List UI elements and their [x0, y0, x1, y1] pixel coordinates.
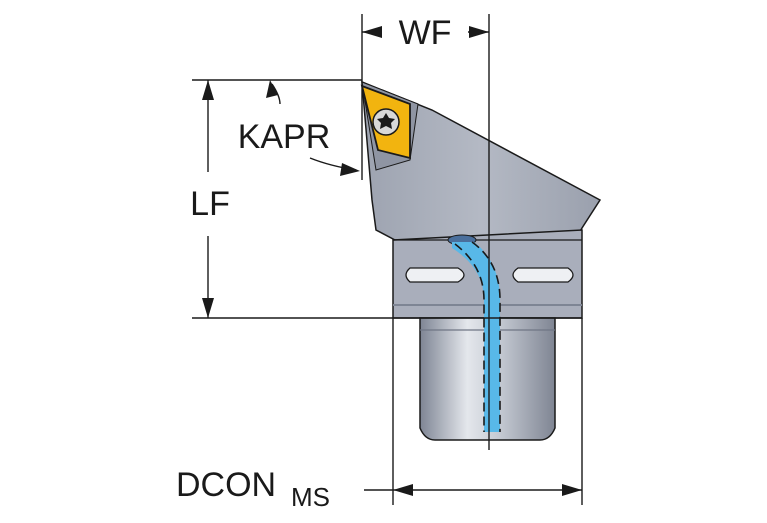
dcon-arrow-right-icon	[562, 484, 582, 496]
lf-arrow-down-icon	[202, 298, 214, 318]
wf-label: WF	[399, 14, 452, 52]
wf-arrow-right-icon	[469, 26, 489, 38]
coolant-channel-dash-left	[454, 243, 485, 432]
lf-label: LF	[190, 185, 230, 223]
wf-arrow-left-icon	[362, 26, 382, 38]
coupling-slot-left	[405, 267, 465, 283]
coolant-channel	[452, 242, 500, 432]
kapr-arrow-top-icon	[266, 80, 278, 98]
kapr-arrow-right-icon	[340, 163, 360, 176]
dcon-arrow-left-icon	[393, 484, 413, 496]
coolant-channel-dash-right	[471, 241, 501, 432]
torx-icon	[377, 113, 395, 129]
coupling-slot-right	[512, 267, 574, 283]
lf-arrow-up-icon	[202, 80, 214, 100]
dcon-subscript-label: MS	[291, 482, 330, 512]
kapr-label: KAPR	[238, 118, 331, 156]
dcon-label: DCON	[176, 466, 276, 504]
